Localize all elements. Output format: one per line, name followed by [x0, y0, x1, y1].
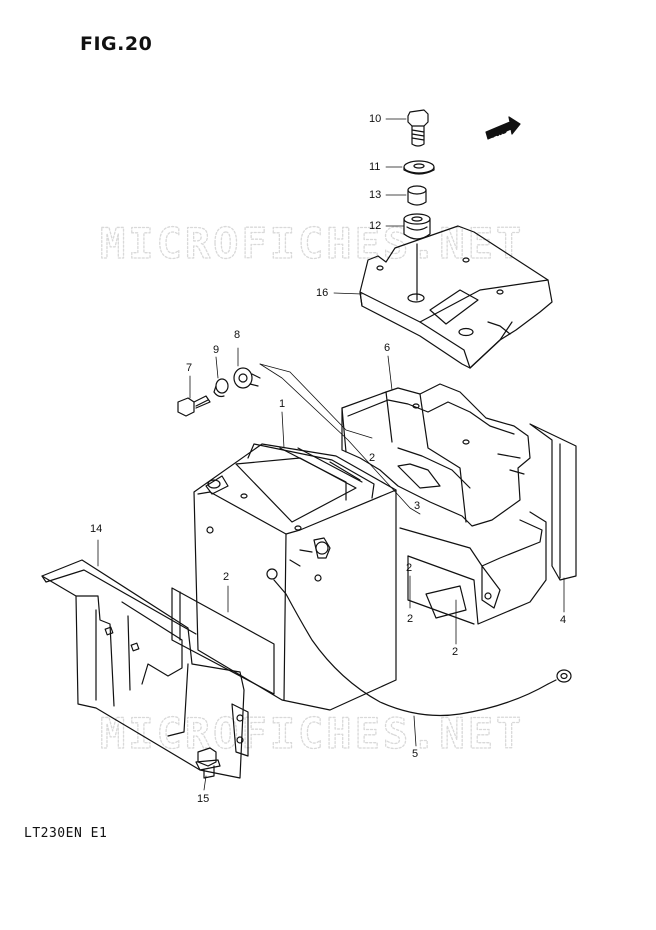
callout-8: 8: [234, 329, 241, 341]
callout-10: 10: [369, 113, 382, 125]
callout-12: 12: [369, 220, 382, 232]
bolt-part-15: [195, 747, 221, 779]
battery-part-1: [193, 443, 397, 711]
callout-9: 9: [213, 344, 220, 356]
callout-2-bottom-pad: 2: [452, 646, 459, 658]
bolt-part-7: [177, 395, 211, 417]
callout-2-floor-pad: 2: [406, 562, 413, 574]
cover-part-14: [41, 559, 249, 779]
grommet-part-8: [233, 367, 261, 389]
holder-bracket-part-16: [359, 225, 553, 369]
watermark-top: MICROFICHES.NET: [100, 219, 524, 268]
callout-2-case: 2: [369, 452, 376, 464]
fwd-arrow-icon: FWD: [485, 116, 521, 140]
callout-2-front-pad: 2: [407, 613, 414, 625]
watermark-bottom: MICROFICHES.NET: [100, 709, 524, 758]
callout-16: 16: [316, 287, 329, 299]
callout-3: 3: [414, 500, 421, 512]
collar-part-13: [407, 185, 427, 206]
lead-wire-part-5: [266, 568, 572, 717]
bolt-part-10: [407, 109, 429, 147]
grommet-part-12: [403, 213, 431, 240]
callout-7: 7: [186, 362, 193, 374]
figure-title: FIG.20: [80, 33, 153, 55]
model-code: LT230EN E1: [24, 826, 108, 841]
collar-part-9: [213, 378, 229, 398]
washer-part-11: [403, 160, 435, 175]
callout-1: 1: [279, 398, 286, 410]
callout-13: 13: [369, 189, 382, 201]
callout-15: 15: [197, 793, 210, 805]
leader-lines: [97, 118, 565, 791]
callout-4: 4: [560, 614, 567, 626]
callout-14: 14: [90, 523, 103, 535]
callout-5: 5: [412, 748, 419, 760]
callout-6: 6: [384, 342, 391, 354]
pad-part-4: [529, 423, 577, 581]
callout-2-battery-pad: 2: [223, 571, 230, 583]
callout-11: 11: [369, 161, 381, 173]
battery-case-part-6: [341, 383, 547, 625]
pad-part-2-left: [171, 587, 275, 695]
